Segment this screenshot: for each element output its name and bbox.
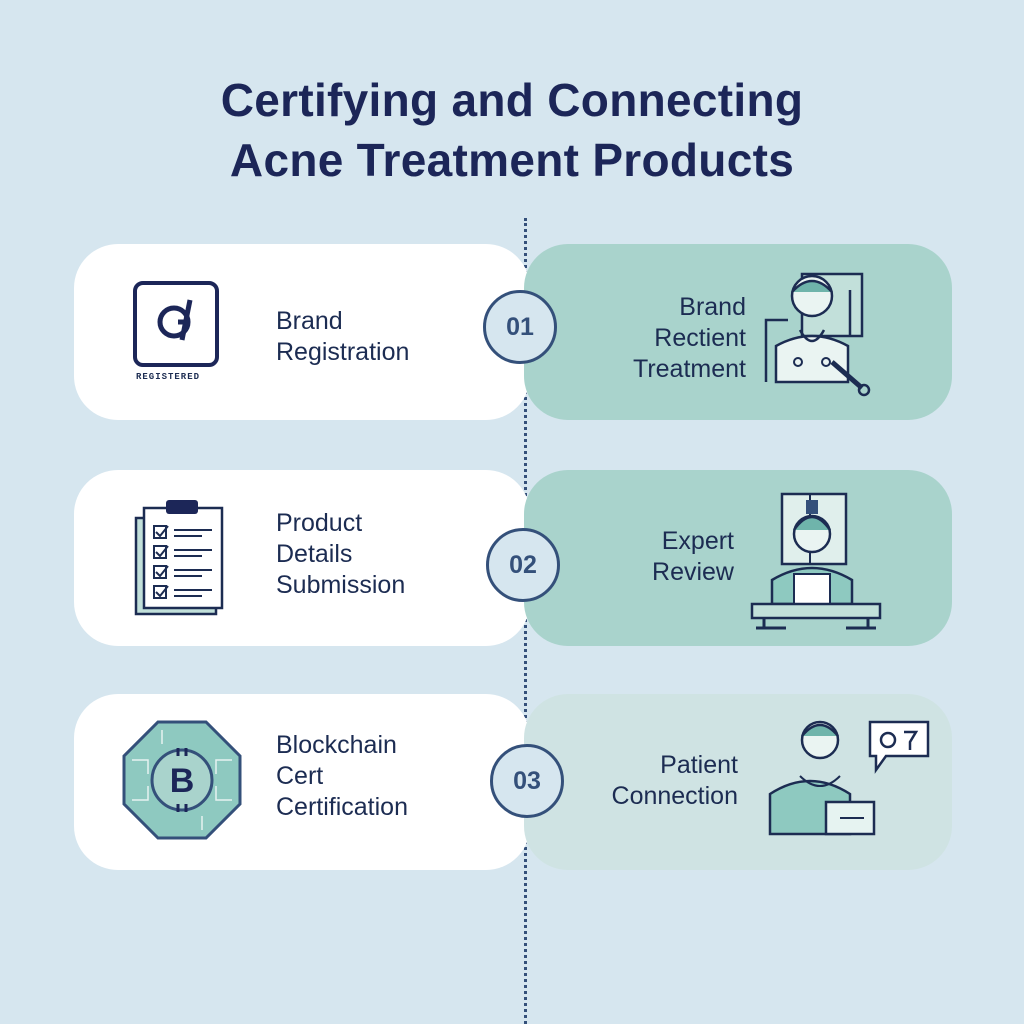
step-2-right-card: Expert Review <box>524 470 952 646</box>
step-3-number-badge: 03 <box>490 744 564 818</box>
step-1-left-card: REGISTERED Brand Registration <box>74 244 530 420</box>
step-3-left-card: B Blockchain Cert Certification <box>74 694 530 870</box>
step-3-left-label: Blockchain Cert Certification <box>276 731 408 821</box>
step-1-right-label: Brand Rectient Treatment <box>632 293 746 383</box>
step-1-left-label: Brand Registration <box>276 307 410 366</box>
step-3-right-card: Patient Connection <box>524 694 952 870</box>
step-2-left-card: Product Details Submission <box>74 470 530 646</box>
doctor-icon <box>762 270 872 398</box>
clipboard-checklist-icon <box>132 494 228 618</box>
step-2-left-label: Product Details Submission <box>276 509 406 599</box>
step-1-number-badge: 01 <box>483 290 557 364</box>
page-title: Certifying and Connecting Acne Treatment… <box>0 70 1024 190</box>
step-1-right-card: Brand Rectient Treatment <box>524 244 952 420</box>
step-2-number-badge: 02 <box>486 528 560 602</box>
step-2-right-label: Expert Review <box>652 527 734 586</box>
expert-at-desk-icon <box>750 490 882 630</box>
patient-chat-icon <box>768 716 934 846</box>
svg-text:B: B <box>170 762 195 800</box>
registered-caption: REGISTERED <box>136 372 201 382</box>
step-3-right-label: Patient Connection <box>611 751 738 810</box>
title-line-2: Acne Treatment Products <box>229 134 795 186</box>
blockchain-coin-icon: B <box>122 720 242 840</box>
registered-logo-icon <box>132 280 222 370</box>
title-line-1: Certifying and Connecting <box>220 74 804 126</box>
